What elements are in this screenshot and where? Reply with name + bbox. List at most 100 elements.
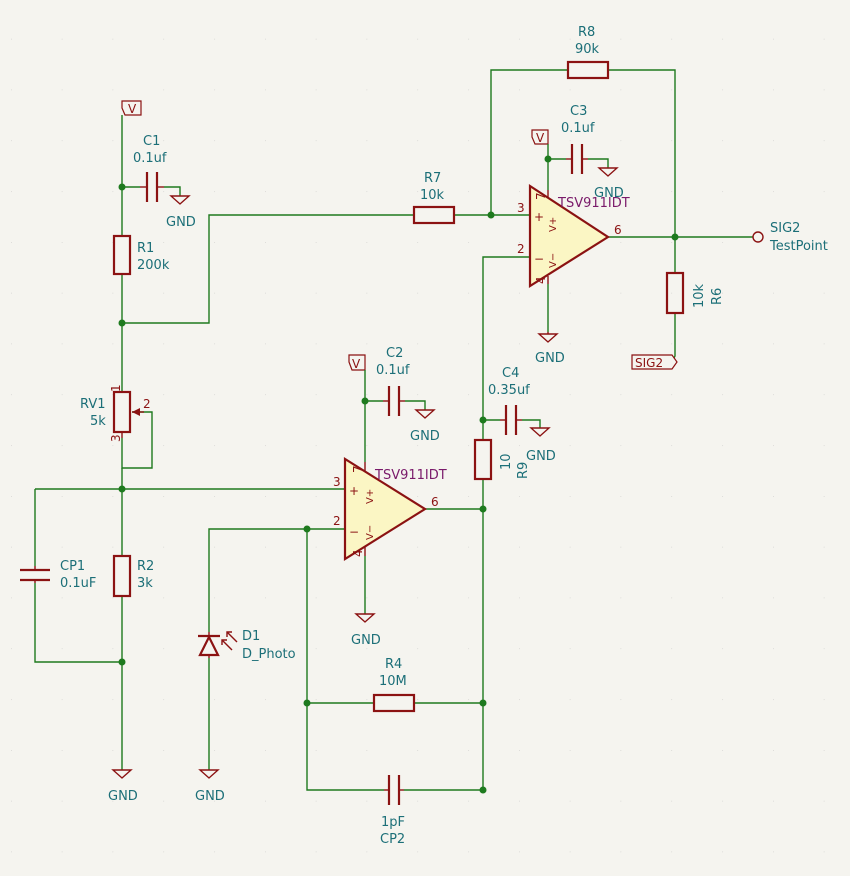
- rv1-ref: RV1: [80, 397, 106, 412]
- resistor-r1: [112, 234, 132, 276]
- gnd-r2-label: GND: [108, 789, 138, 804]
- gnd-u2-label: GND: [351, 633, 381, 648]
- r4-ref: R4: [385, 657, 402, 672]
- gnd-d1-label: GND: [195, 789, 225, 804]
- u1-minus-mark: −: [534, 252, 544, 266]
- resistor-r7: [412, 205, 456, 225]
- sig2-flag: [631, 354, 678, 370]
- u2-minus-mark: −: [349, 525, 359, 539]
- u2-pin-7: 7: [351, 465, 365, 473]
- gnd-c3-icon: [597, 167, 619, 177]
- opamp-u2: + − V+ V− 3 2 6 7 4 TSV911IDT: [333, 457, 447, 561]
- capacitor-c3: [566, 144, 588, 174]
- sig2-flag-label: SIG2: [635, 356, 663, 370]
- gnd-u1-icon: [537, 333, 559, 343]
- c3-ref: C3: [570, 104, 587, 119]
- r7-value: 10k: [420, 188, 445, 203]
- u2-pin-3: 3: [333, 475, 341, 489]
- gnd-c4-icon: [529, 427, 551, 437]
- u2-pin-4: 4: [351, 549, 365, 557]
- c2-ref: C2: [386, 346, 403, 361]
- cp2-ref: CP2: [380, 832, 405, 847]
- c1-ref: C1: [143, 134, 160, 149]
- resistor-r8: [566, 60, 610, 80]
- cp1-ref: CP1: [60, 559, 85, 574]
- u2-pin-6: 6: [431, 495, 439, 509]
- c4-ref: C4: [502, 366, 519, 381]
- u1-pin-2: 2: [517, 242, 525, 256]
- junctions: [118, 155, 679, 794]
- u1-pin-7: 7: [534, 192, 548, 200]
- capacitor-cp1: [20, 566, 50, 583]
- gnd-c1-icon: [169, 195, 191, 205]
- r4-value: 10M: [379, 674, 407, 689]
- gnd-u2-icon: [354, 613, 376, 623]
- potentiometer-rv1: [112, 390, 144, 438]
- rv1-value: 5k: [90, 414, 106, 429]
- component-labels: R8 90k C3 0.1uf GND C1 0.1uf GND R7 10k …: [60, 25, 828, 847]
- resistor-r6: [665, 271, 685, 315]
- u1-pin-4: 4: [534, 276, 548, 284]
- u1-pin-3: 3: [517, 201, 525, 215]
- v-flag-left-label: V: [128, 102, 137, 116]
- r1-value: 200k: [137, 258, 170, 273]
- c1-value: 0.1uf: [133, 151, 167, 166]
- v-flag-u1-label: V: [536, 131, 545, 145]
- r2-value: 3k: [137, 576, 153, 591]
- u1-plus-mark: +: [534, 210, 544, 224]
- gnd-c3-label: GND: [594, 186, 624, 201]
- capacitor-cp2: [384, 775, 404, 805]
- r7-ref: R7: [424, 171, 441, 186]
- u2-pin-2: 2: [333, 514, 341, 528]
- u1-pin-6: 6: [614, 223, 622, 237]
- c2-value: 0.1uf: [376, 363, 410, 378]
- gnd-c4-label: GND: [526, 449, 556, 464]
- u2-plus-mark: +: [349, 484, 359, 498]
- cp1-value: 0.1uF: [60, 576, 96, 591]
- cp2-value: 1pF: [381, 815, 405, 830]
- ground-symbols: [111, 167, 619, 779]
- gnd-u1-label: GND: [535, 351, 565, 366]
- gnd-r2-icon: [111, 769, 133, 779]
- r6-ref: R6: [710, 288, 725, 305]
- testpoint-sig2: [752, 231, 764, 243]
- r9-value: 10: [499, 453, 514, 470]
- capacitor-c1: [140, 172, 164, 202]
- resistor-r2: [112, 554, 132, 598]
- r2-ref: R2: [137, 559, 154, 574]
- u2-vplus-mark: V+: [365, 489, 376, 504]
- r9-ref: R9: [516, 462, 531, 479]
- v-flag-left: [121, 100, 142, 116]
- opamp-u1: + − V+ V− 3 2 6 7 4 TSV911IDT: [517, 183, 630, 288]
- v-flag-u1: [531, 129, 549, 145]
- rv1-pin-2: 2: [143, 397, 151, 411]
- u2-vminus-mark: V−: [365, 525, 376, 540]
- u2-part-number: TSV911IDT: [374, 468, 447, 483]
- gnd-c1-label: GND: [166, 215, 196, 230]
- r1-ref: R1: [137, 241, 154, 256]
- net-flags: V V V SIG2: [121, 100, 678, 374]
- sig2-value: TestPoint: [769, 239, 828, 254]
- r6-value: 10k: [692, 283, 707, 308]
- v-flag-u2-label: V: [352, 357, 361, 371]
- c3-value: 0.1uf: [561, 121, 595, 136]
- u1-vminus-mark: V−: [548, 253, 559, 268]
- u1-vplus-mark: V+: [548, 217, 559, 232]
- sig2-ref: SIG2: [770, 221, 800, 236]
- gnd-c2-label: GND: [410, 429, 440, 444]
- photodiode-d1: [198, 631, 238, 658]
- r8-ref: R8: [578, 25, 595, 40]
- rv1-pin-1: 1: [109, 384, 123, 392]
- d1-ref: D1: [242, 629, 260, 644]
- v-flag-u2: [348, 354, 366, 371]
- capacitor-c2: [383, 386, 405, 416]
- gnd-c2-icon: [414, 409, 436, 419]
- rv1-pin-3: 3: [109, 434, 123, 442]
- r8-value: 90k: [575, 42, 600, 57]
- c4-value: 0.35uf: [488, 383, 530, 398]
- capacitor-c4: [500, 405, 522, 435]
- u1-part-number: TSV911IDT: [557, 196, 630, 211]
